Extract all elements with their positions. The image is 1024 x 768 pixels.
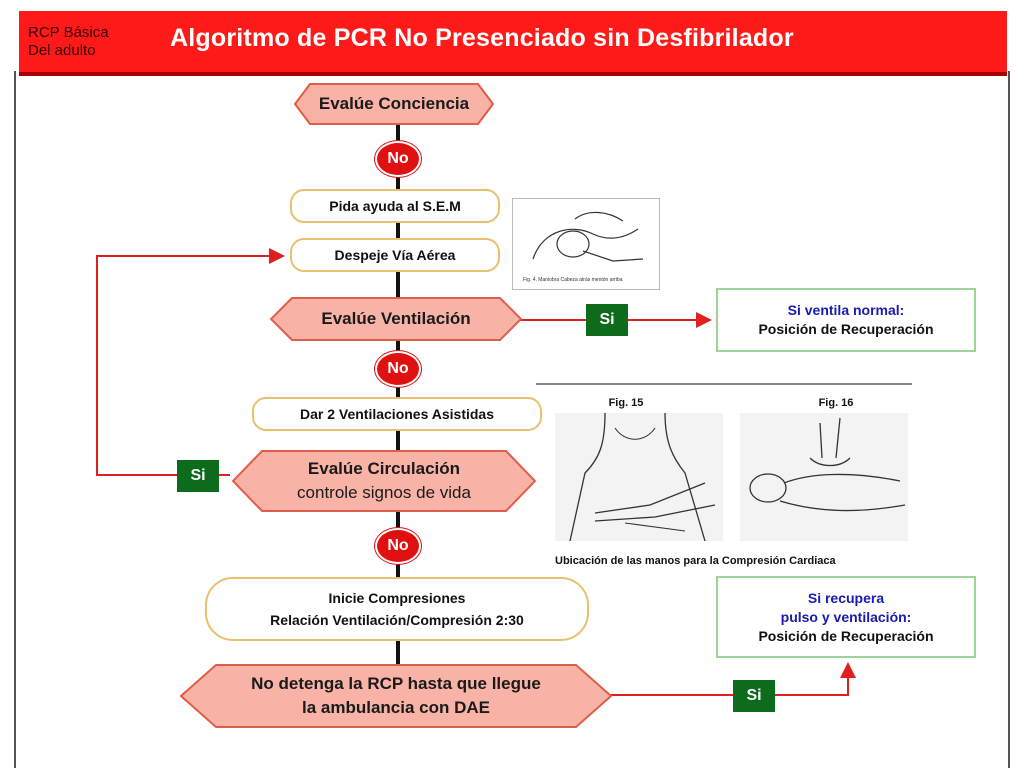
evalue-circulacion-label: Evalúe Circulación controle signos de vi… <box>297 457 471 505</box>
head-tilt-illustration <box>532 211 644 262</box>
si-badge-ventilacion: Si <box>586 304 628 336</box>
no-detenga-line-1: No detenga la RCP hasta que llegue <box>251 674 541 693</box>
hexagon-shape <box>180 664 612 728</box>
result-ventila-line-2: Posición de Recuperación <box>758 321 934 337</box>
evalue-conciencia-node: Evalúe Conciencia <box>294 83 494 125</box>
evalue-ventilacion-label: Evalúe Ventilación <box>321 309 471 328</box>
no-badge-1: No <box>375 141 421 177</box>
hands-on-chest-illustration <box>569 412 716 542</box>
evalue-conciencia-label: Evalúe Conciencia <box>318 94 470 113</box>
inicie-compresiones-node: Inicie Compresiones Relación Ventilación… <box>205 577 589 641</box>
result-recupera-line-2: pulso y ventilación: <box>780 608 912 625</box>
no-badge-2: No <box>375 351 421 387</box>
fig16-image <box>740 413 908 541</box>
evalue-circulacion-line-1: Evalúe Circulación <box>307 459 461 478</box>
evalue-circulacion-line-2: controle signos de vida <box>297 483 471 502</box>
no-detenga-line-2: la ambulancia con DAE <box>301 698 490 717</box>
inicie-line-2: Relación Ventilación/Compresión 2:30 <box>270 612 524 628</box>
evalue-circulacion-node: Evalúe Circulación controle signos de vi… <box>232 450 536 512</box>
hexagon-shape <box>270 297 522 341</box>
page-title: Algoritmo de PCR No Presenciado sin Desf… <box>170 24 794 52</box>
si-badge-final: Si <box>733 680 775 712</box>
hands-caption: Ubicación de las manos para la Compresió… <box>555 555 836 567</box>
frame-right-border <box>1008 71 1010 768</box>
no-detenga-node: No detenga la RCP hasta que llegue la am… <box>180 664 612 728</box>
result-ventila-normal: Si ventila normal: Posición de Recuperac… <box>716 288 976 352</box>
dar-ventilaciones-node: Dar 2 Ventilaciones Asistidas <box>252 397 542 431</box>
header-subtitle: RCP Básica Del adulto <box>28 24 148 60</box>
pida-ayuda-node: Pida ayuda al S.E.M <box>290 189 500 223</box>
fig4-image: Fig. 4. Maniobra Cabeza atrás mentón arr… <box>512 198 660 290</box>
result-recupera-line-3: Posición de Recuperación <box>758 627 934 644</box>
result-recupera-pulso: Si recupera pulso y ventilación: Posició… <box>716 576 976 658</box>
loop-back-arrow <box>96 248 285 476</box>
si-badge-circulacion: Si <box>177 460 219 492</box>
frame-left-border <box>14 71 16 768</box>
fig15-label: Fig. 15 <box>608 397 644 409</box>
fig15-image <box>555 412 723 542</box>
inicie-line-1: Inicie Compresiones <box>328 590 466 606</box>
header-banner <box>19 11 1007 74</box>
result-recupera-line-1: Si recupera <box>807 589 885 606</box>
no-detenga-label: No detenga la RCP hasta que llegue la am… <box>251 672 541 720</box>
cpr-compression-illustration <box>749 417 906 512</box>
fig4-caption: Fig. 4. Maniobra Cabeza atrás mentón arr… <box>523 277 623 283</box>
hexagon-shape <box>294 83 494 125</box>
recupera-arrow <box>610 662 856 696</box>
despeje-via-aerea-node: Despeje Vía Aérea <box>290 238 500 272</box>
subtitle-line-2: Del adulto <box>28 42 96 59</box>
result-ventila-line-1: Si ventila normal: <box>787 302 905 318</box>
evalue-ventilacion-node: Evalúe Ventilación <box>270 297 522 341</box>
subtitle-line-1: RCP Básica <box>28 24 109 41</box>
no-badge-3: No <box>375 528 421 564</box>
hexagon-shape <box>232 450 536 512</box>
fig16-label: Fig. 16 <box>818 397 854 409</box>
